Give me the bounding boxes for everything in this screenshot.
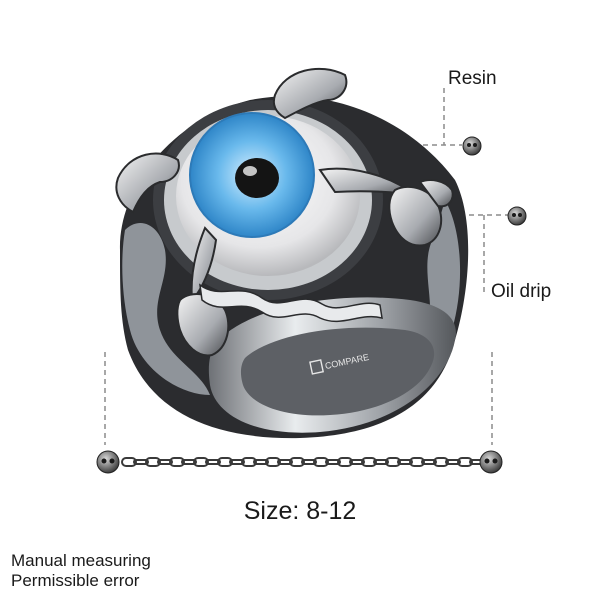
eye-pupil	[235, 158, 279, 198]
resin-marker	[462, 136, 482, 156]
chain-link	[193, 457, 209, 467]
skull-bead-icon	[462, 136, 482, 156]
chain-link	[373, 459, 389, 465]
measuring-note: Manual measuring Permissible error	[11, 551, 151, 591]
chain-link	[217, 457, 233, 467]
chain-link	[169, 457, 185, 467]
chain-link	[205, 459, 221, 465]
skull-bead-icon	[96, 450, 120, 474]
size-label: Size: 8-12	[243, 497, 357, 525]
chain-end-right	[479, 450, 503, 474]
chain-link	[409, 457, 425, 467]
chain-link	[433, 457, 449, 467]
claws	[115, 67, 454, 357]
chain-link	[313, 457, 329, 467]
chain-link	[145, 457, 161, 467]
chain-icon	[121, 457, 485, 467]
chain-link	[253, 459, 269, 465]
claw-left	[115, 152, 180, 214]
chain-link	[229, 459, 245, 465]
chain-link	[325, 459, 341, 465]
chain-link	[421, 459, 437, 465]
chain-link	[121, 457, 137, 467]
ring-band-hole	[240, 327, 435, 416]
chain-link	[289, 457, 305, 467]
eye-highlight	[243, 166, 257, 176]
oil-drip-label: Oil drip	[491, 281, 552, 302]
claw-mid-right	[418, 179, 454, 208]
chain-link	[445, 459, 461, 465]
eye-iris-ring	[189, 112, 315, 238]
chain-link	[337, 457, 353, 467]
chain-link	[397, 459, 413, 465]
oil-drip-marker	[507, 206, 527, 226]
measuring-chain	[96, 450, 503, 474]
chain-link	[181, 459, 197, 465]
skull-bead-icon	[507, 206, 527, 226]
measuring-note-line-1: Manual measuring	[11, 551, 151, 570]
ring: COMPARE	[115, 67, 469, 439]
chain-link	[133, 459, 149, 465]
chain-link	[265, 457, 281, 467]
oil-drip-decoration	[199, 283, 383, 323]
chain-link	[349, 459, 365, 465]
resin-label: Resin	[448, 68, 497, 89]
chain-link	[277, 459, 293, 465]
chain-end-left	[96, 450, 120, 474]
skull-bead-icon	[479, 450, 503, 474]
chain-link	[241, 457, 257, 467]
ring-shoulder-left	[122, 222, 210, 395]
chain-link	[301, 459, 317, 465]
chain-link	[157, 459, 173, 465]
claw-top	[272, 67, 348, 120]
measuring-note-line-2: Permissible error	[11, 571, 140, 590]
chain-link	[457, 457, 473, 467]
chain-link	[385, 457, 401, 467]
chain-link	[361, 457, 377, 467]
